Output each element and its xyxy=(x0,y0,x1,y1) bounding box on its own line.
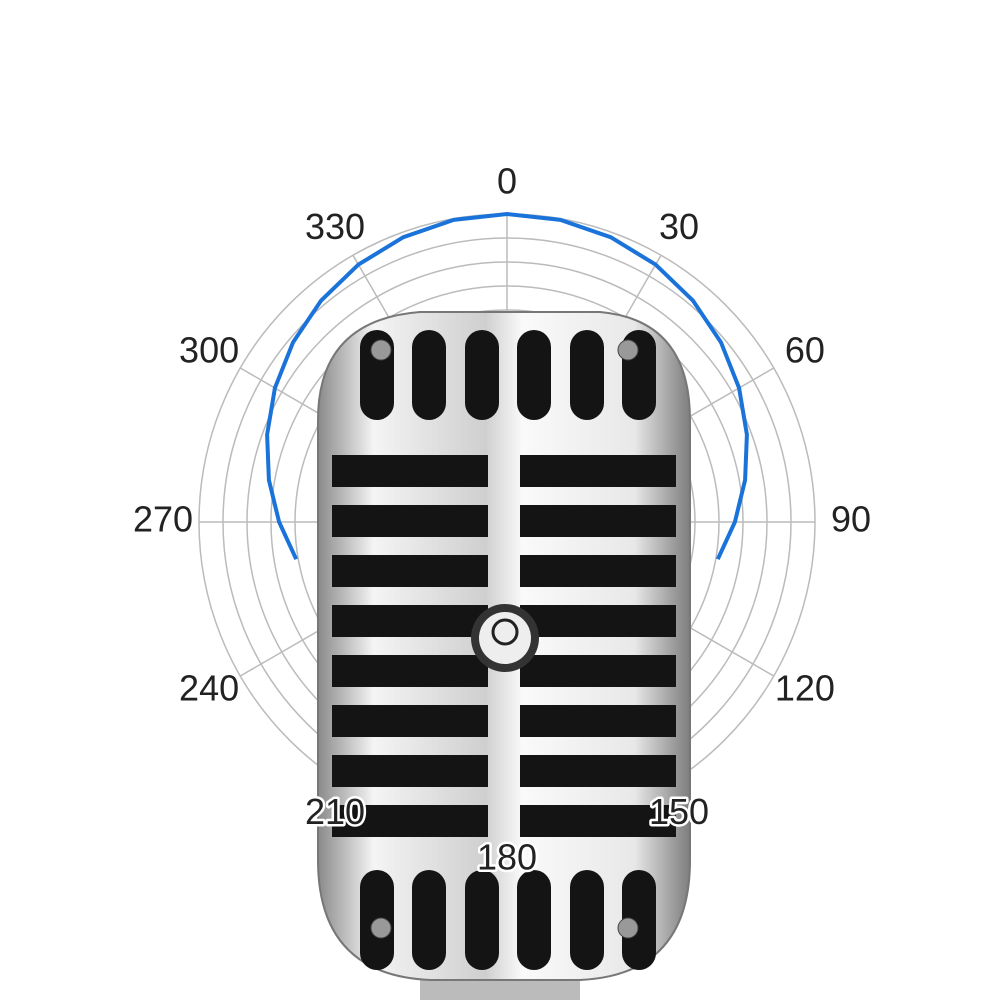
angle-label: 120 xyxy=(775,668,835,709)
angle-label: 90 xyxy=(831,499,871,540)
angle-label: 300 xyxy=(179,330,239,371)
angle-label: 180 xyxy=(477,837,537,878)
angle-label: 30 xyxy=(659,206,699,247)
polar-response-curve xyxy=(265,211,749,561)
angle-label: 240 xyxy=(179,668,239,709)
angle-label: 60 xyxy=(785,330,825,371)
angle-label: 150 xyxy=(649,791,709,832)
angle-labels: 0 30 60 90 120 150 180 210 240 270 300 330 xyxy=(130,158,873,880)
angle-label: 0 xyxy=(497,161,517,202)
angle-label: 330 xyxy=(305,206,365,247)
angle-label: 210 xyxy=(305,791,365,832)
angle-label: 270 xyxy=(133,499,193,540)
microphone-image xyxy=(317,311,691,1000)
